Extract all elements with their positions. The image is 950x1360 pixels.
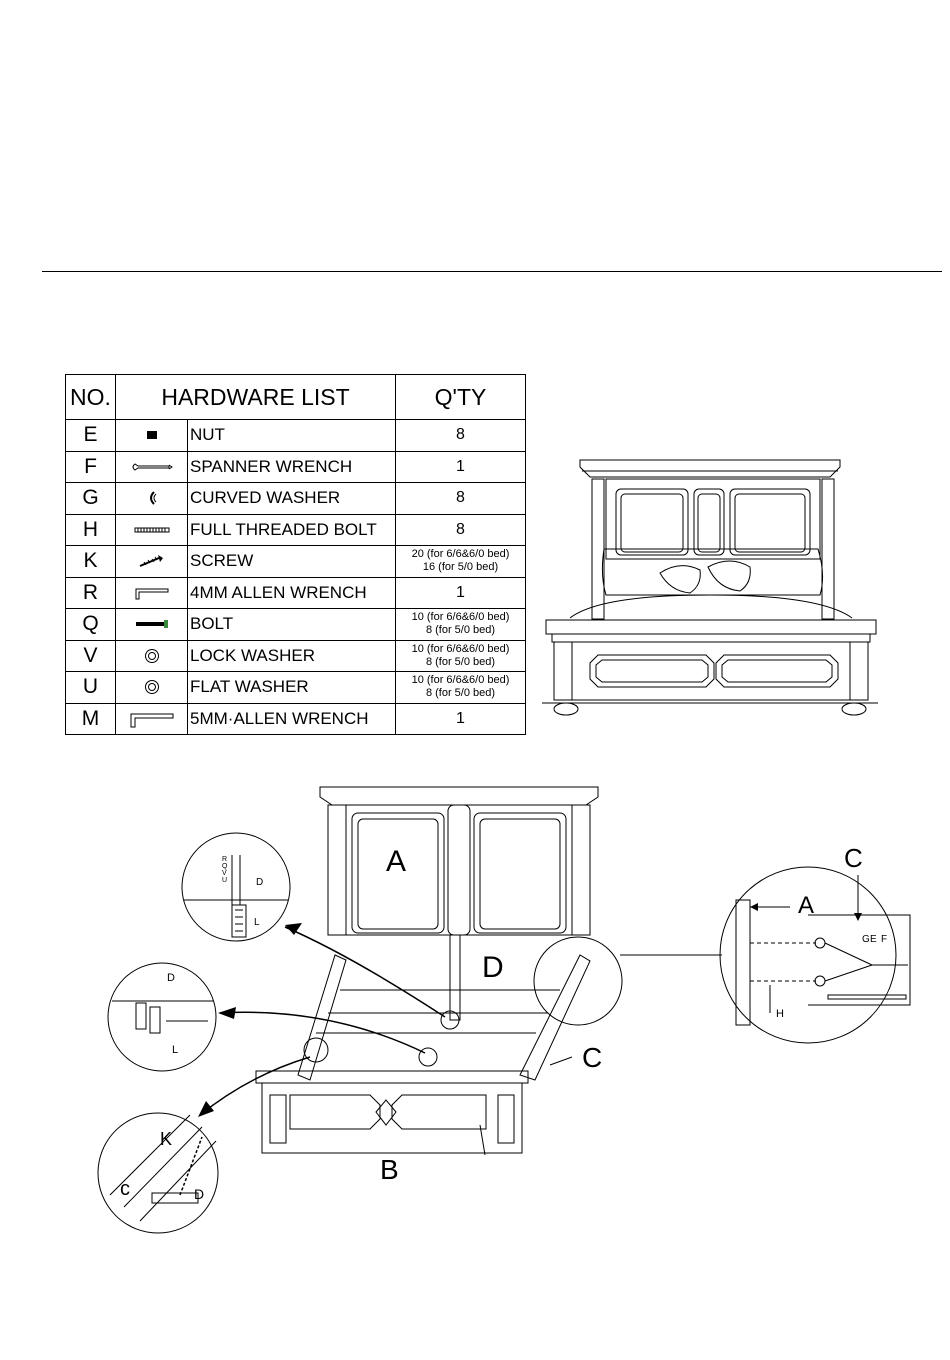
header-rule bbox=[42, 271, 942, 272]
part-code: R bbox=[65, 576, 116, 609]
qty-large-bed: 10 (for 6/6&6/0 bed) bbox=[411, 674, 510, 687]
detail3-label-k: K bbox=[160, 1129, 172, 1149]
threaded-bolt-icon bbox=[115, 513, 188, 546]
part-name: 5MM·ALLEN WRENCH bbox=[187, 702, 396, 735]
part-code: K bbox=[65, 545, 116, 578]
detail4-label-f: F bbox=[881, 934, 887, 945]
part-name: CURVED WASHER bbox=[187, 482, 396, 515]
detail4-label-e: E bbox=[870, 934, 877, 945]
screw-icon bbox=[115, 545, 188, 578]
part-code: E bbox=[65, 419, 116, 452]
qty-small-bed: 8 (for 5/0 bed) bbox=[425, 624, 496, 637]
table-row: E NUT 8 bbox=[65, 419, 526, 452]
table-row: V LOCK WASHER 10 (for 6/6&6/0 bed)8 (for… bbox=[65, 639, 526, 672]
part-name: BOLT bbox=[187, 608, 396, 641]
detail3-label-c: c bbox=[120, 1178, 130, 1200]
part-qty: 8 bbox=[395, 482, 526, 515]
part-code: F bbox=[65, 450, 116, 483]
part-qty: 10 (for 6/6&6/0 bed)8 (for 5/0 bed) bbox=[395, 608, 526, 641]
allen-wrench-large-icon bbox=[115, 702, 188, 735]
table-row: F SPANNER WRENCH 1 bbox=[65, 450, 526, 483]
detail1-label-u: U bbox=[222, 877, 227, 884]
lock-washer-icon bbox=[115, 639, 188, 672]
part-name: 4MM ALLEN WRENCH bbox=[187, 576, 396, 609]
part-qty: 10 (for 6/6&6/0 bed)8 (for 5/0 bed) bbox=[395, 671, 526, 704]
hardware-table: NO. HARDWARE LIST Q'TY E NUT 8 F SPANNER… bbox=[65, 374, 526, 735]
detail4-label-g: G bbox=[862, 934, 870, 945]
qty-large-bed: 20 (for 6/6&6/0 bed) bbox=[411, 548, 510, 561]
bed-overview-illustration bbox=[542, 459, 878, 716]
detail1-label-q: Q bbox=[222, 863, 228, 870]
detail2-label-d: D bbox=[167, 972, 175, 984]
part-code: U bbox=[65, 671, 116, 704]
qty-small-bed: 8 (for 5/0 bed) bbox=[425, 687, 496, 700]
col-no-header: NO. bbox=[65, 374, 116, 420]
table-row: K SCREW 20 (for 6/6&6/0 bed)16 (for 5/0 … bbox=[65, 545, 526, 578]
part-qty: 8 bbox=[395, 419, 526, 452]
table-header-row: NO. HARDWARE LIST Q'TY bbox=[65, 374, 526, 420]
flat-washer-icon bbox=[115, 671, 188, 704]
part-qty: 1 bbox=[395, 702, 526, 735]
part-qty: 1 bbox=[395, 576, 526, 609]
part-code: M bbox=[65, 702, 116, 735]
allen-wrench-icon bbox=[115, 576, 188, 609]
label-part-b: B bbox=[380, 1154, 399, 1185]
qty-small-bed: 8 (for 5/0 bed) bbox=[425, 655, 496, 668]
detail4-label-a: A bbox=[798, 892, 814, 919]
detail1-label-l: L bbox=[254, 917, 260, 928]
label-part-c: C bbox=[582, 1042, 602, 1073]
part-name: SCREW bbox=[187, 545, 396, 578]
part-qty: 1 bbox=[395, 450, 526, 483]
detail1-label-d: D bbox=[256, 877, 263, 888]
assembly-diagram: A B C D R Q V U D L D L K c D C A G E F … bbox=[97, 786, 911, 1234]
qty-small-bed: 16 (for 5/0 bed) bbox=[422, 561, 499, 574]
table-row: U FLAT WASHER 10 (for 6/6&6/0 bed)8 (for… bbox=[65, 671, 526, 704]
curved-washer-icon bbox=[115, 482, 188, 515]
part-name: NUT bbox=[187, 419, 396, 452]
detail4-label-h: H bbox=[776, 1008, 784, 1020]
nut-icon bbox=[115, 419, 188, 452]
qty-large-bed: 10 (for 6/6&6/0 bed) bbox=[411, 611, 510, 624]
detail3-label-d: D bbox=[194, 1186, 204, 1202]
part-qty: 10 (for 6/6&6/0 bed)8 (for 5/0 bed) bbox=[395, 639, 526, 672]
part-code: Q bbox=[65, 608, 116, 641]
table-row: R 4MM ALLEN WRENCH 1 bbox=[65, 576, 526, 609]
part-name: LOCK WASHER bbox=[187, 639, 396, 672]
label-part-a: A bbox=[386, 845, 406, 878]
detail1-label-r: R bbox=[222, 856, 227, 863]
qty-large-bed: 10 (for 6/6&6/0 bed) bbox=[411, 642, 510, 655]
detail2-label-l: L bbox=[172, 1044, 178, 1056]
detail1-label-v: V bbox=[222, 870, 227, 877]
part-qty: 8 bbox=[395, 513, 526, 546]
col-list-header: HARDWARE LIST bbox=[115, 374, 396, 420]
table-row: G CURVED WASHER 8 bbox=[65, 482, 526, 515]
part-qty: 20 (for 6/6&6/0 bed)16 (for 5/0 bed) bbox=[395, 545, 526, 578]
part-code: H bbox=[65, 513, 116, 546]
col-qty-header: Q'TY bbox=[395, 374, 526, 420]
table-row: M 5MM·ALLEN WRENCH 1 bbox=[65, 702, 526, 735]
detail4-label-c: C bbox=[844, 843, 863, 873]
table-row: Q BOLT 10 (for 6/6&6/0 bed)8 (for 5/0 be… bbox=[65, 608, 526, 641]
part-code: G bbox=[65, 482, 116, 515]
part-name: SPANNER WRENCH bbox=[187, 450, 396, 483]
part-name: FLAT WASHER bbox=[187, 671, 396, 704]
part-name: FULL THREADED BOLT bbox=[187, 513, 396, 546]
label-part-d: D bbox=[482, 951, 504, 984]
part-code: V bbox=[65, 639, 116, 672]
table-row: H FULL THREADED BOLT 8 bbox=[65, 513, 526, 546]
bolt-icon bbox=[115, 608, 188, 641]
spanner-wrench-icon bbox=[115, 450, 188, 483]
